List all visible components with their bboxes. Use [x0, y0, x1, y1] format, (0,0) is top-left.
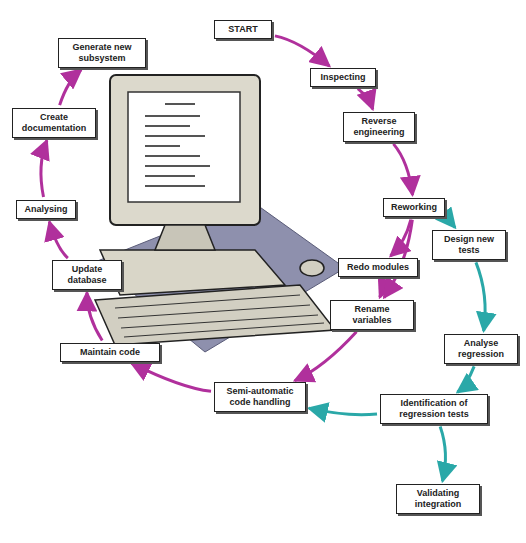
box-label: Inspecting [315, 72, 371, 83]
flow-arrow [60, 69, 82, 105]
process-box: Analyse regression [444, 334, 518, 364]
process-box: Redo modules [338, 258, 418, 277]
box-label: Update database [57, 264, 117, 286]
box-label: Semi-automatic code handling [219, 386, 301, 408]
flow-arrow [87, 293, 102, 341]
keyboard [95, 285, 335, 345]
box-label: Reverse engineering [348, 116, 410, 138]
box-label: Redo modules [343, 262, 413, 273]
screen-lines [145, 104, 210, 186]
box-label: Validating integration [401, 488, 475, 510]
box-label: Identification of regression tests [385, 398, 483, 420]
flow-arrow [380, 280, 381, 298]
process-box: Validating integration [396, 484, 480, 514]
flow-arrow [447, 218, 455, 228]
box-label: Analyse regression [449, 338, 513, 360]
flow-arrow [49, 222, 67, 258]
box-label: Analysing [21, 204, 71, 215]
process-box: Reverse engineering [343, 112, 415, 142]
screen [128, 92, 240, 202]
flow-arrow [275, 36, 329, 66]
monitor-stand [155, 225, 215, 250]
flow-arrow [476, 262, 485, 331]
process-box: Identification of regression tests [380, 394, 488, 424]
flow-arrow [295, 332, 357, 381]
process-box: Inspecting [310, 68, 376, 87]
process-box: Create documentation [12, 108, 96, 138]
box-label: Maintain code [65, 347, 155, 358]
process-box: Rename variables [330, 300, 414, 330]
process-box: START [214, 20, 272, 39]
monitor [110, 75, 260, 225]
process-box: Generate new subsystem [58, 38, 146, 68]
flow-arrow [41, 140, 47, 197]
process-box: Analysing [16, 200, 76, 219]
mouse [300, 260, 324, 276]
box-label: START [219, 24, 267, 35]
flow-arrow [440, 426, 445, 481]
flow-arrow [309, 408, 377, 414]
process-box: Update database [52, 260, 122, 290]
keyboard-keys [115, 295, 324, 337]
box-label: Reworking [388, 202, 440, 213]
process-box: Design new tests [432, 230, 506, 260]
box-label: Rename variables [335, 304, 409, 326]
process-box: Semi-automatic code handling [214, 382, 306, 412]
box-label: Design new tests [437, 234, 501, 256]
process-box: Reworking [383, 198, 445, 217]
flow-arrow [393, 144, 412, 195]
flow-arrow [457, 366, 474, 392]
flow-arrow [358, 89, 373, 110]
box-label: Create documentation [17, 112, 91, 134]
process-box: Maintain code [60, 343, 160, 362]
flow-arrow [131, 363, 211, 391]
box-label: Generate new subsystem [63, 42, 141, 64]
